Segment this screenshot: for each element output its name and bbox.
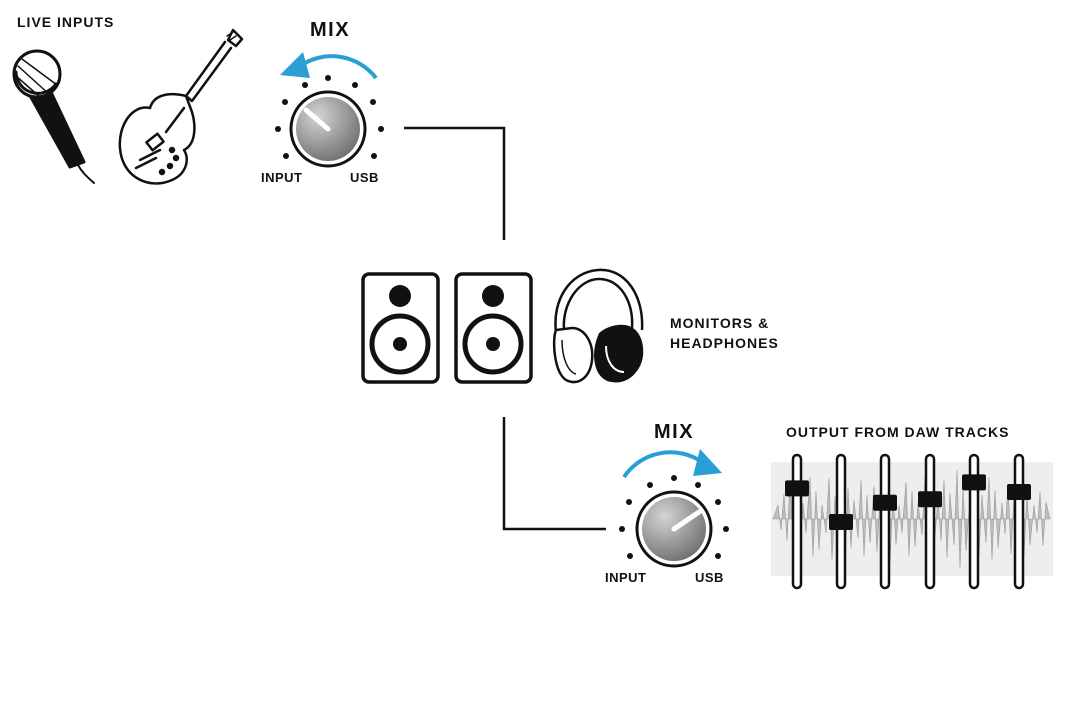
fader-cap-3 (873, 494, 897, 511)
mix-bottom-knob-icon (619, 449, 729, 568)
monitors-label-line2: HEADPHONES (670, 335, 779, 351)
fader-cap-1 (785, 480, 809, 497)
monitors-label-line1: MONITORS & (670, 315, 770, 331)
guitar-icon (118, 28, 244, 185)
mix-top-title: MIX (310, 19, 351, 41)
top-connection-line (404, 126, 506, 240)
fader-track-6 (1013, 453, 1025, 590)
live-inputs-title: LIVE INPUTS (17, 14, 115, 30)
mix-bottom-usb-label: USB (695, 570, 724, 585)
fader-cap-6 (1007, 484, 1031, 500)
fader-track-3 (879, 453, 891, 590)
daw-output-title: OUTPUT FROM DAW TRACKS (786, 424, 1010, 440)
fader-track-1 (791, 453, 803, 590)
bottom-connection-line (502, 417, 606, 531)
fader-cap-2 (829, 514, 853, 530)
speaker-right-icon (454, 272, 533, 384)
mix-top-usb-label: USB (350, 170, 379, 185)
microphone-icon (12, 49, 95, 184)
mix-bottom-input-label: INPUT (605, 570, 647, 585)
headphones-icon (552, 268, 644, 384)
mix-bottom-title: MIX (654, 421, 695, 443)
mix-top-input-label: INPUT (261, 170, 303, 185)
fader-cap-5 (962, 474, 986, 491)
speaker-left-icon (361, 272, 440, 384)
fader-cap-4 (918, 491, 942, 508)
fader-caps (785, 474, 1031, 530)
fader-track-4 (924, 453, 936, 590)
mix-top-knob-icon (275, 52, 384, 168)
daw-tracks-panel (771, 462, 1053, 576)
